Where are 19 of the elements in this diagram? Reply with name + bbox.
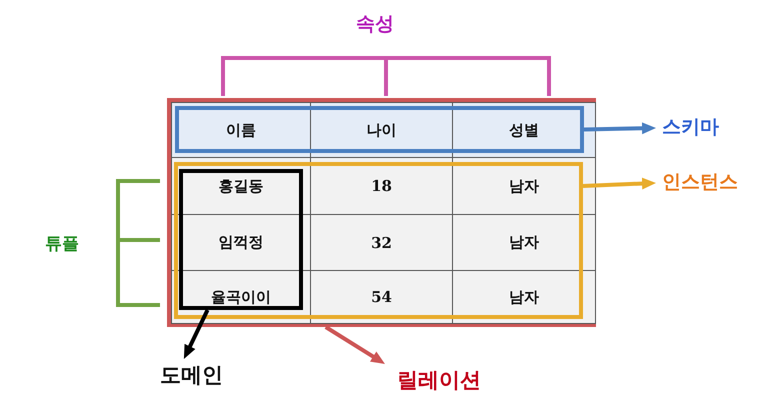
table-cell: 남자 [452, 214, 596, 270]
table-cell: 18 [310, 158, 452, 214]
table-cell: 32 [310, 214, 452, 270]
arrow [584, 122, 656, 134]
arrow [324, 325, 385, 364]
name-column-outline [179, 169, 303, 310]
term-label: 속성 [356, 14, 394, 36]
data-rows-outline [174, 162, 583, 319]
term-label: 도메인 [160, 363, 223, 388]
term-label: 인스턴스 [662, 172, 738, 194]
header-row-outline [175, 106, 584, 153]
term-label: 릴레이션 [397, 368, 481, 392]
term-label: 튜플 [45, 235, 79, 255]
arrow [184, 309, 210, 359]
table-cell: 임꺽정 [172, 214, 310, 270]
term-label: 스키마 [662, 117, 719, 139]
arrow [582, 178, 656, 190]
table-frame [167, 98, 596, 327]
table-cell: 54 [310, 270, 452, 324]
